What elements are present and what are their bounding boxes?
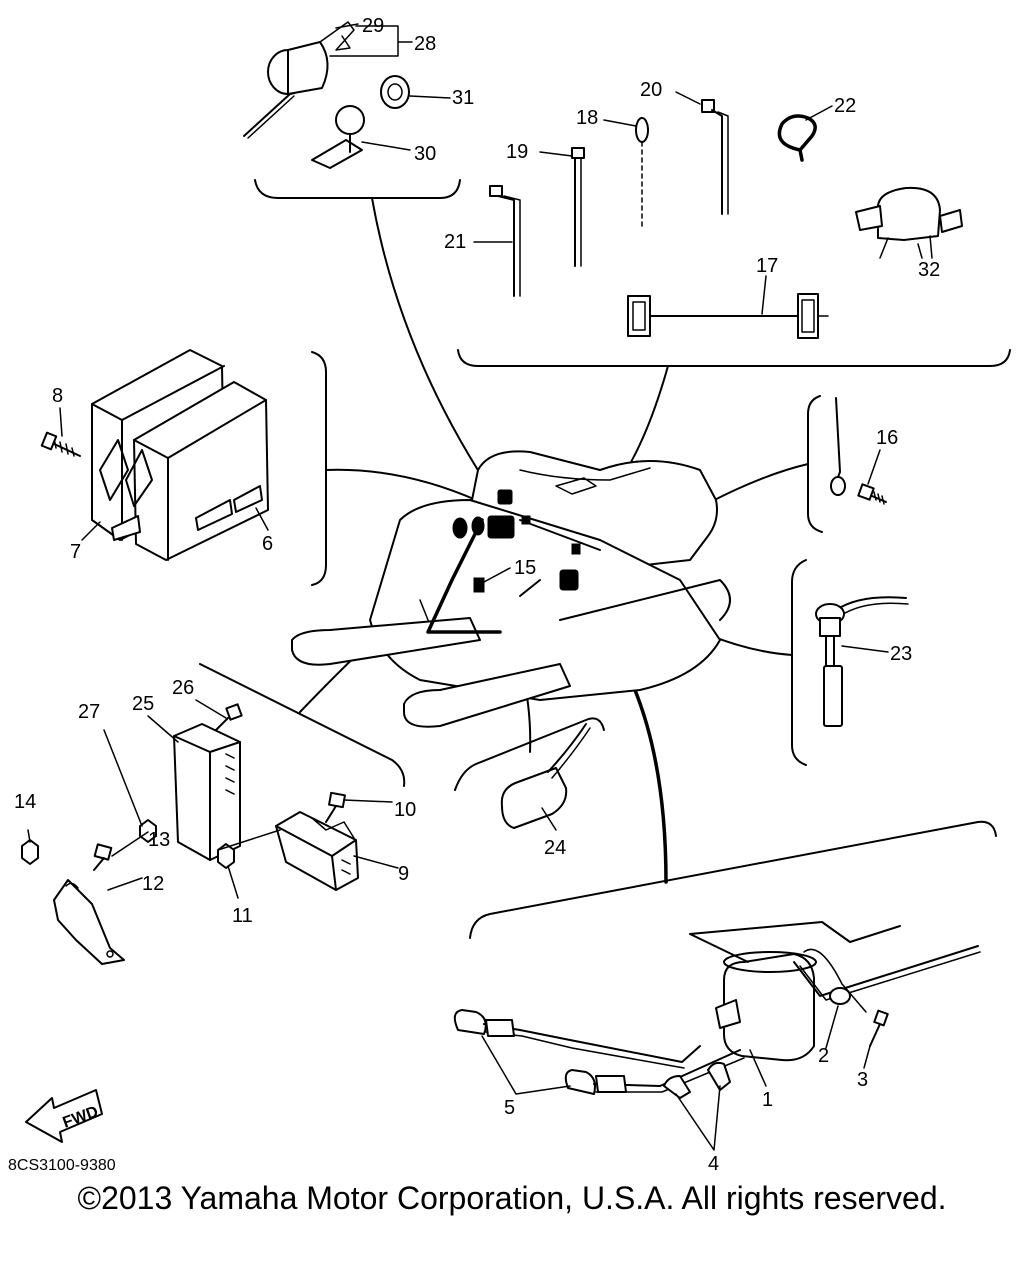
harness-connector — [487, 515, 515, 539]
callout-13: 13 — [148, 829, 170, 851]
clamps-ties-group — [489, 99, 963, 339]
callout-5: 5 — [504, 1097, 515, 1119]
callout-32: 32 — [918, 259, 940, 281]
callout-26: 26 — [172, 677, 194, 699]
screw-head — [873, 1009, 889, 1027]
callout-30: 30 — [414, 143, 436, 165]
callout-6: 6 — [262, 533, 273, 555]
callout-4: 4 — [708, 1153, 719, 1175]
callout-17: 17 — [756, 255, 778, 277]
plug-cap — [453, 1009, 487, 1035]
callout-20: 20 — [640, 79, 662, 101]
callout-8: 8 — [52, 385, 63, 407]
terminal-ring — [830, 476, 846, 496]
callout-3: 3 — [857, 1069, 868, 1091]
copyright-notice: ©2013 Yamaha Motor Corporation, U.S.A. A… — [77, 1180, 947, 1216]
harness-connector — [452, 517, 468, 539]
cable-tie-head — [489, 185, 503, 197]
cable-tie-head — [571, 147, 585, 159]
bolt-head — [857, 483, 875, 501]
regulator-group — [21, 703, 359, 965]
harness-connector — [471, 516, 485, 536]
ground-lead-group — [830, 397, 887, 505]
bolt-head — [93, 843, 113, 861]
callout-31: 31 — [452, 87, 474, 109]
callout-15: 15 — [514, 557, 536, 579]
nut — [21, 839, 39, 865]
terminal-ring — [829, 987, 851, 1005]
bolt-head — [328, 791, 346, 809]
callout-numbers: 1 2 3 4 5 6 7 8 9 10 11 12 13 14 15 16 1… — [8, 15, 940, 1175]
callout-19: 19 — [506, 141, 528, 163]
control-unit-group — [40, 349, 269, 561]
snowmobile-chassis — [291, 450, 731, 728]
harness-connector — [521, 515, 531, 525]
harness-connector — [559, 569, 579, 591]
callout-22: 22 — [834, 95, 856, 117]
callout-leaders — [27, 23, 923, 1151]
forward-arrow-icon: FWD — [25, 1089, 103, 1143]
harness-connector — [473, 577, 485, 593]
condenser-body — [500, 767, 568, 829]
callout-7: 7 — [70, 541, 81, 563]
callout-10: 10 — [394, 799, 416, 821]
cable-tie-head — [701, 99, 715, 113]
key-cap — [380, 75, 410, 109]
ignition-coil-group — [453, 921, 981, 1099]
callout-27: 27 — [78, 701, 100, 723]
callout-12: 12 — [142, 873, 164, 895]
callout-1: 1 — [762, 1089, 773, 1111]
callout-11: 11 — [232, 905, 253, 927]
bolt-head — [40, 431, 58, 451]
callout-25: 25 — [132, 693, 154, 715]
harness-connector — [571, 543, 581, 555]
chain-tie-head — [635, 117, 649, 143]
sensor-probe — [823, 665, 843, 727]
nut — [217, 843, 235, 869]
bolt-head — [225, 703, 243, 721]
sensor-body — [819, 617, 841, 637]
callout-18: 18 — [576, 107, 598, 129]
main-switch-group — [243, 21, 410, 169]
callout-9: 9 — [398, 863, 409, 885]
callout-28: 28 — [414, 33, 436, 55]
callout-23: 23 — [890, 643, 912, 665]
ignition-coil — [723, 953, 815, 1062]
callout-21: 21 — [444, 231, 466, 253]
harness-connector — [497, 489, 513, 505]
callout-16: 16 — [876, 427, 898, 449]
callout-2: 2 — [818, 1045, 829, 1067]
callout-14: 14 — [14, 791, 36, 813]
group-brackets — [199, 179, 1011, 939]
callout-24: 24 — [544, 837, 566, 859]
condenser-group — [500, 723, 591, 829]
nut — [139, 819, 157, 843]
callout-29: 29 — [362, 15, 384, 37]
switch-knob — [335, 105, 365, 135]
diagram-code: 8CS3100-9380 — [8, 1157, 116, 1174]
plug-cap — [564, 1069, 596, 1095]
sensor-group — [815, 596, 909, 727]
